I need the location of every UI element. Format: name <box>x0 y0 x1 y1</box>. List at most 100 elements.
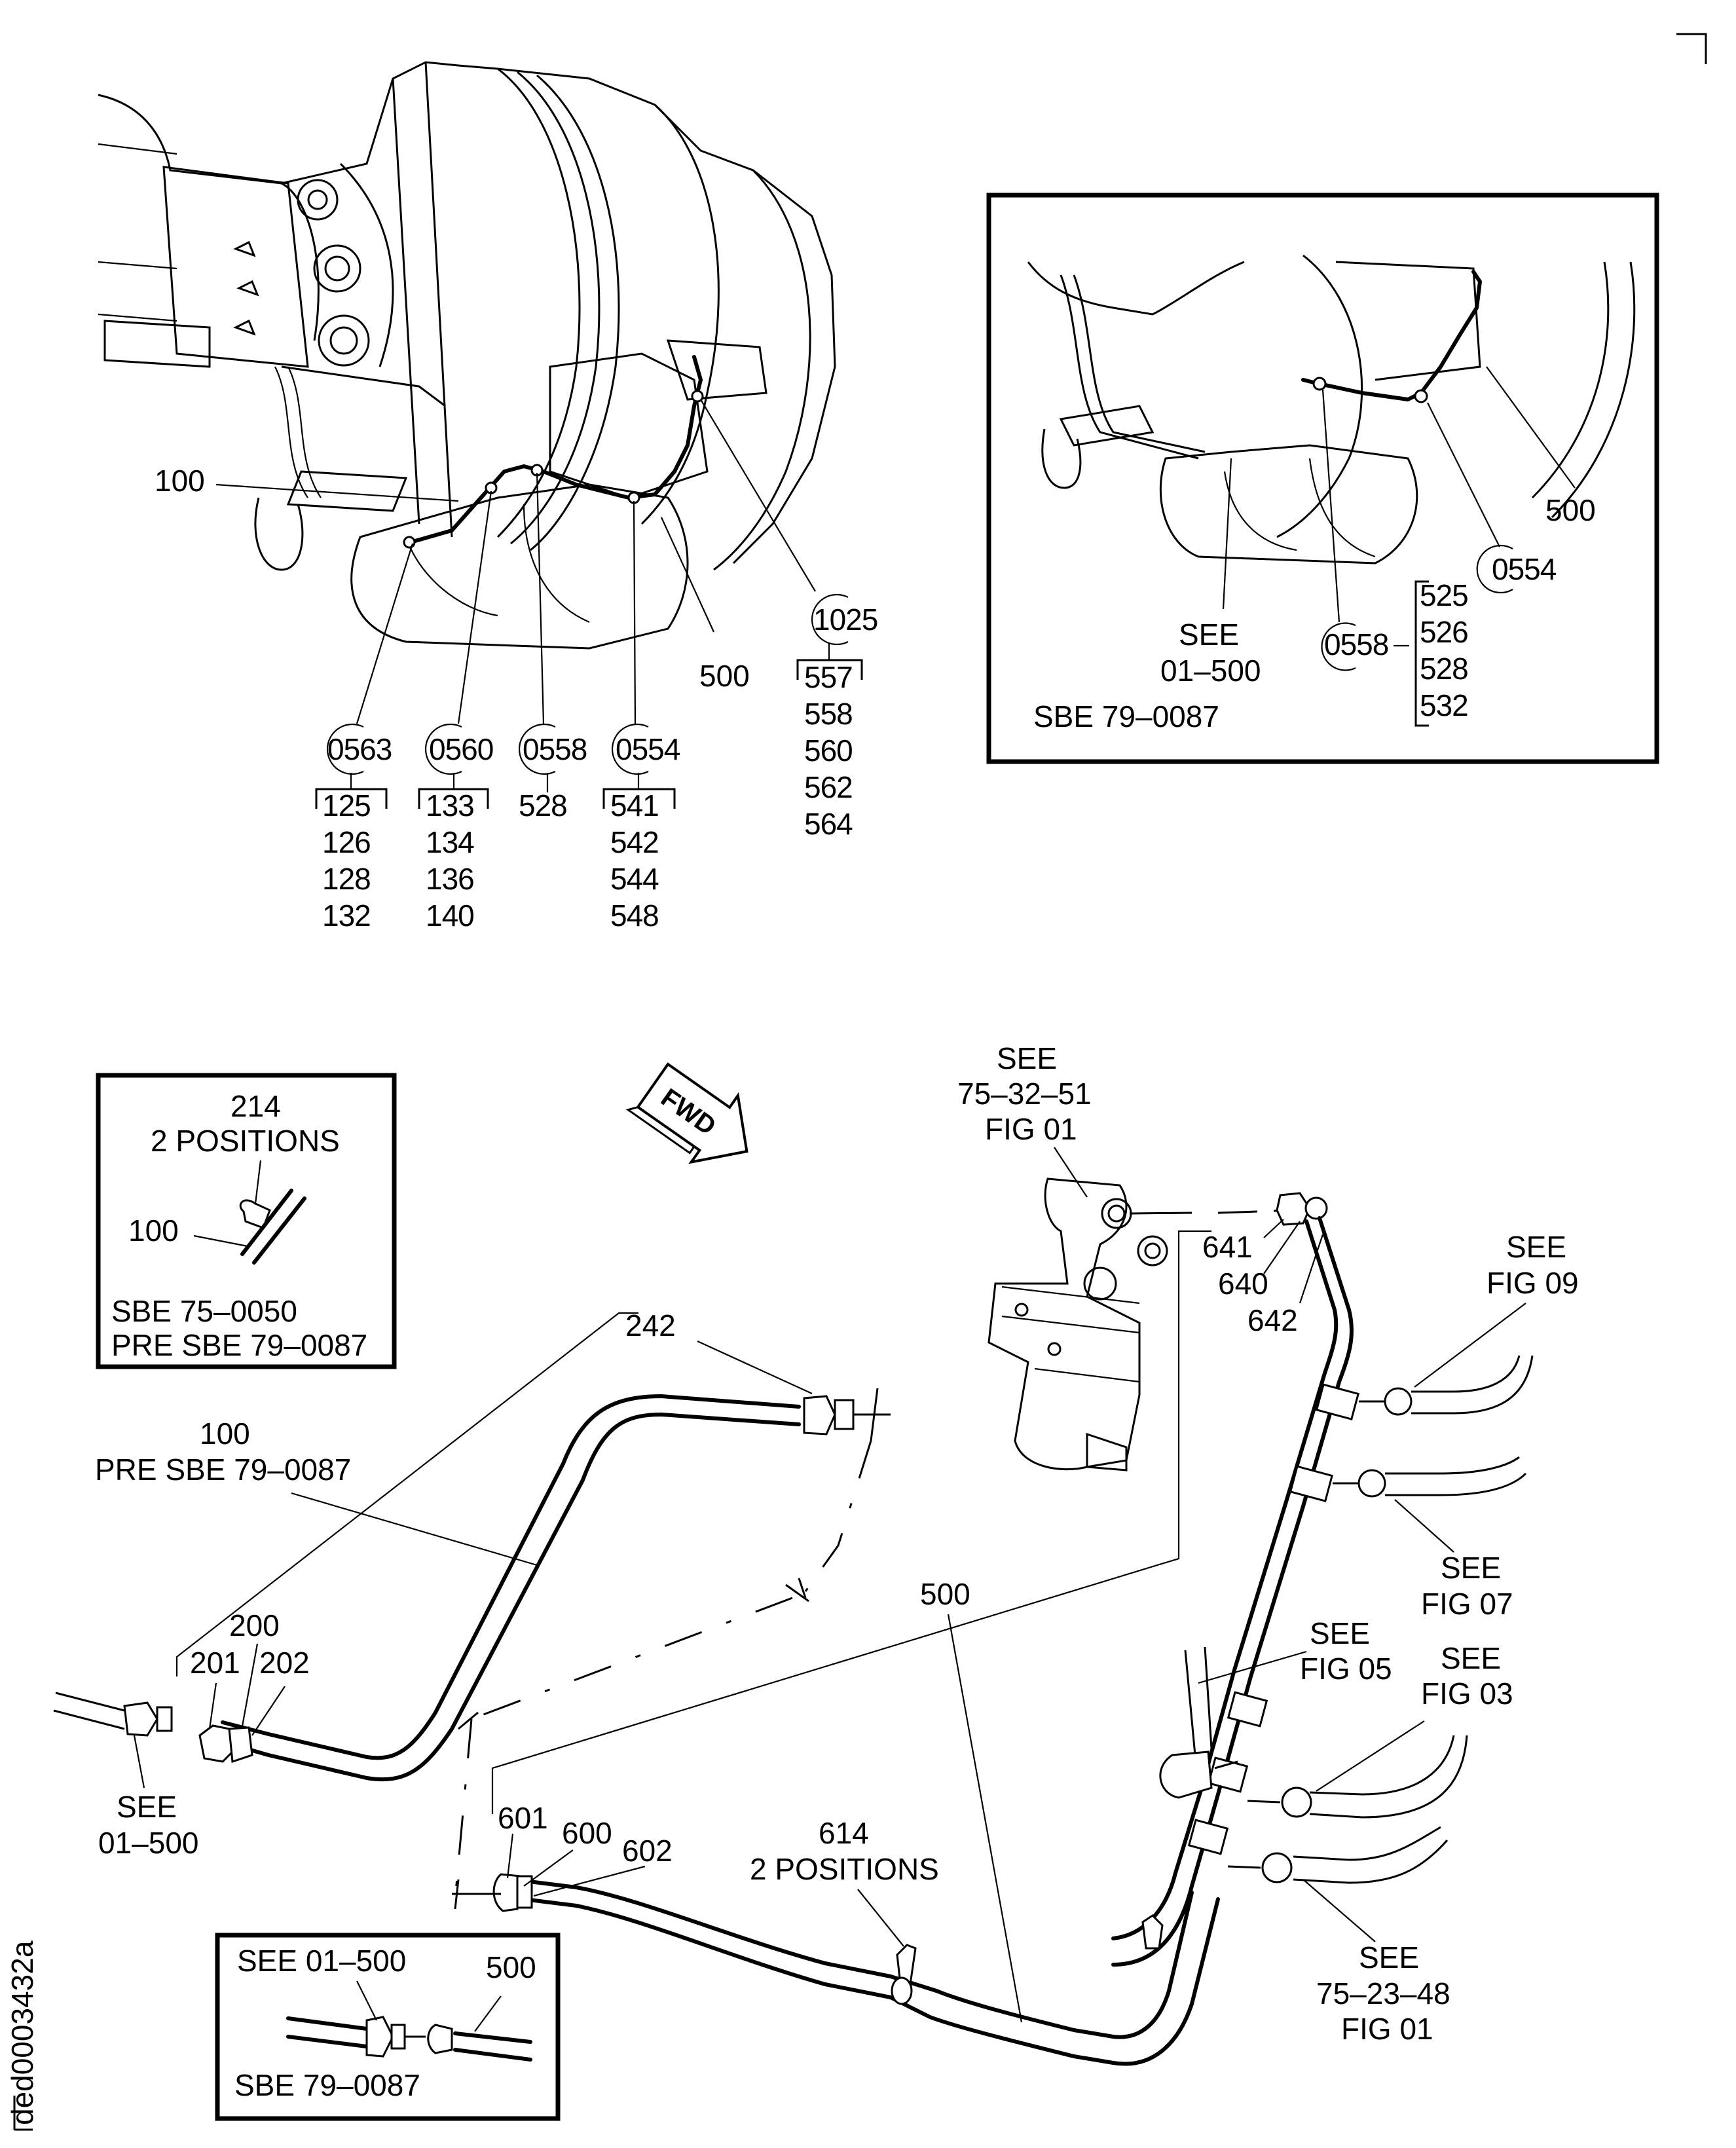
svg-text:560: 560 <box>804 733 853 768</box>
inset-leader-500 <box>1486 366 1576 489</box>
tube-100-outer <box>221 1413 801 1782</box>
tube-100-label-line1: 100 <box>200 1417 250 1451</box>
tee-fitting-5 <box>1187 1819 1229 1855</box>
engine-view-top: 100 500 0563 125 126 128 132 0560 133 <box>98 61 878 933</box>
branch-fig05 <box>1159 1646 1238 1799</box>
callout-201: 201 <box>190 1646 240 1680</box>
leader-600-bracket <box>491 1230 1211 1814</box>
inset-see-line1: SEE <box>1179 618 1239 652</box>
inset-clamp-positions: 2 POSITIONS <box>151 1124 340 1158</box>
balloon-0563: 0563 125 126 128 132 <box>315 723 392 933</box>
leader-0563 <box>356 543 414 724</box>
svg-text:562: 562 <box>804 770 853 804</box>
inset-frame <box>986 193 1659 764</box>
tee-fitting-3 <box>1227 1691 1268 1728</box>
leader-500-top <box>660 517 715 633</box>
svg-text:541: 541 <box>610 788 659 823</box>
fitting-600-601-602 <box>492 1873 533 1912</box>
tube-100-inner <box>221 1394 801 1760</box>
inset-see-line2: 01–500 <box>1160 654 1261 688</box>
fitting-200-201-202 <box>198 1724 253 1764</box>
inset-tube-line-2 <box>252 1196 306 1265</box>
svg-text:134: 134 <box>426 825 474 859</box>
inset-caption: SBE 79–0087 <box>1033 699 1219 733</box>
callout-641: 641 <box>1202 1230 1253 1264</box>
svg-text:128: 128 <box>322 862 371 896</box>
exploded-view: SEE 75–32–51 FIG 01 <box>53 1041 1579 2066</box>
see-fig09-line1: SEE <box>1506 1230 1566 1264</box>
fitting-242 <box>803 1395 855 1435</box>
svg-text:125: 125 <box>322 788 371 823</box>
balloon-0554: 0554 541 542 544 548 <box>602 723 681 933</box>
svg-text:0563: 0563 <box>327 732 392 766</box>
inset-leader-see <box>1222 458 1232 610</box>
inset-leader-0558 <box>1321 389 1340 623</box>
tube-500-lower-inner <box>522 1879 1194 2039</box>
leader-100-top <box>215 483 459 502</box>
inset-tube-500 <box>1301 270 1482 401</box>
svg-text:132: 132 <box>322 898 371 933</box>
branch-fig09 <box>1359 1355 1534 1416</box>
see-752348-line1: SEE <box>1359 1940 1419 1974</box>
svg-text:542: 542 <box>610 825 659 859</box>
callout-100-top: 100 <box>155 464 205 498</box>
callout-600: 600 <box>562 1816 612 1850</box>
inset-balloon-0558: 0558 <box>1324 627 1388 661</box>
see-fig07-line2: FIG 07 <box>1421 1587 1513 1621</box>
branch-752348 <box>1227 1826 1449 1884</box>
corner-crop-mark <box>1676 33 1707 64</box>
inset-clamp-frame <box>96 1073 397 1369</box>
inset-bottom-see: SEE 01–500 <box>237 1944 406 1978</box>
inset-bottom-caption: SBE 79–0087 <box>234 2068 420 2102</box>
inset-bottom-frame <box>215 1933 561 2121</box>
svg-text:544: 544 <box>610 862 659 896</box>
leader-242-bracket <box>175 1312 638 1676</box>
svg-text:548: 548 <box>610 898 659 933</box>
see-fig03-line2: FIG 03 <box>1421 1676 1513 1711</box>
callout-640: 640 <box>1218 1267 1268 1301</box>
see-fig03-line1: SEE <box>1441 1641 1501 1675</box>
svg-text:0558: 0558 <box>523 732 587 766</box>
callout-500-exploded: 500 <box>920 1577 970 1611</box>
inset-item-532: 532 <box>1420 688 1468 722</box>
inset-sbe-79-0087-top: 500 0554 0558 525 526 528 532 SEE 01–500… <box>986 193 1659 764</box>
balloon-0558: 0558 528 <box>519 723 587 823</box>
inset-fitting-0554 <box>1414 389 1428 403</box>
see-752348-line3: FIG 01 <box>1341 2012 1433 2046</box>
svg-text:0560: 0560 <box>429 732 493 766</box>
callout-614: 614 <box>819 1816 869 1850</box>
stub-see-01-500 <box>53 1692 173 1737</box>
svg-text:1025: 1025 <box>813 602 877 637</box>
inset-fitting-0558 <box>1312 377 1327 391</box>
inset-clamp-item-214: 214 <box>231 1089 281 1123</box>
callout-602: 602 <box>622 1834 673 1868</box>
tube-500-lower-outer <box>522 1897 1220 2066</box>
see-752348-line2: 75–23–48 <box>1316 1976 1450 2010</box>
see-valve-line2: 75–32–51 <box>957 1077 1092 1111</box>
engine-outline <box>98 61 836 650</box>
callout-601: 601 <box>498 1801 548 1835</box>
inset-item-525: 525 <box>1420 578 1468 612</box>
inset-bottom-callout-500: 500 <box>486 1950 536 1984</box>
branch-fig07 <box>1333 1456 1527 1498</box>
leader-0560 <box>457 491 492 724</box>
svg-text:0554: 0554 <box>616 732 680 766</box>
inset-leader-0554 <box>1427 402 1500 547</box>
inset-clamp: 214 2 POSITIONS 100 SBE 75–0050 PRE SBE … <box>96 1073 397 1369</box>
callout-642: 642 <box>1247 1303 1298 1337</box>
clamp-bracket-right <box>1141 1914 1164 1950</box>
svg-text:558: 558 <box>804 697 853 731</box>
see-01-500-line1: SEE <box>117 1790 177 1824</box>
leader-1025 <box>700 399 816 592</box>
valve-body <box>988 1177 1168 1472</box>
leader-0558 <box>536 472 545 724</box>
inset-tube-line-1 <box>240 1189 293 1256</box>
balloon-1025: 1025 557 558 560 562 564 <box>796 593 878 841</box>
tee-fitting-1 <box>1315 1383 1359 1420</box>
see-fig09-line2: FIG 09 <box>1487 1266 1579 1300</box>
clamp-614-bolt <box>891 1976 913 2005</box>
callout-200: 200 <box>229 1608 280 1642</box>
callout-500-top: 500 <box>699 659 750 693</box>
tube-500-right-outer <box>1111 1216 1354 1967</box>
